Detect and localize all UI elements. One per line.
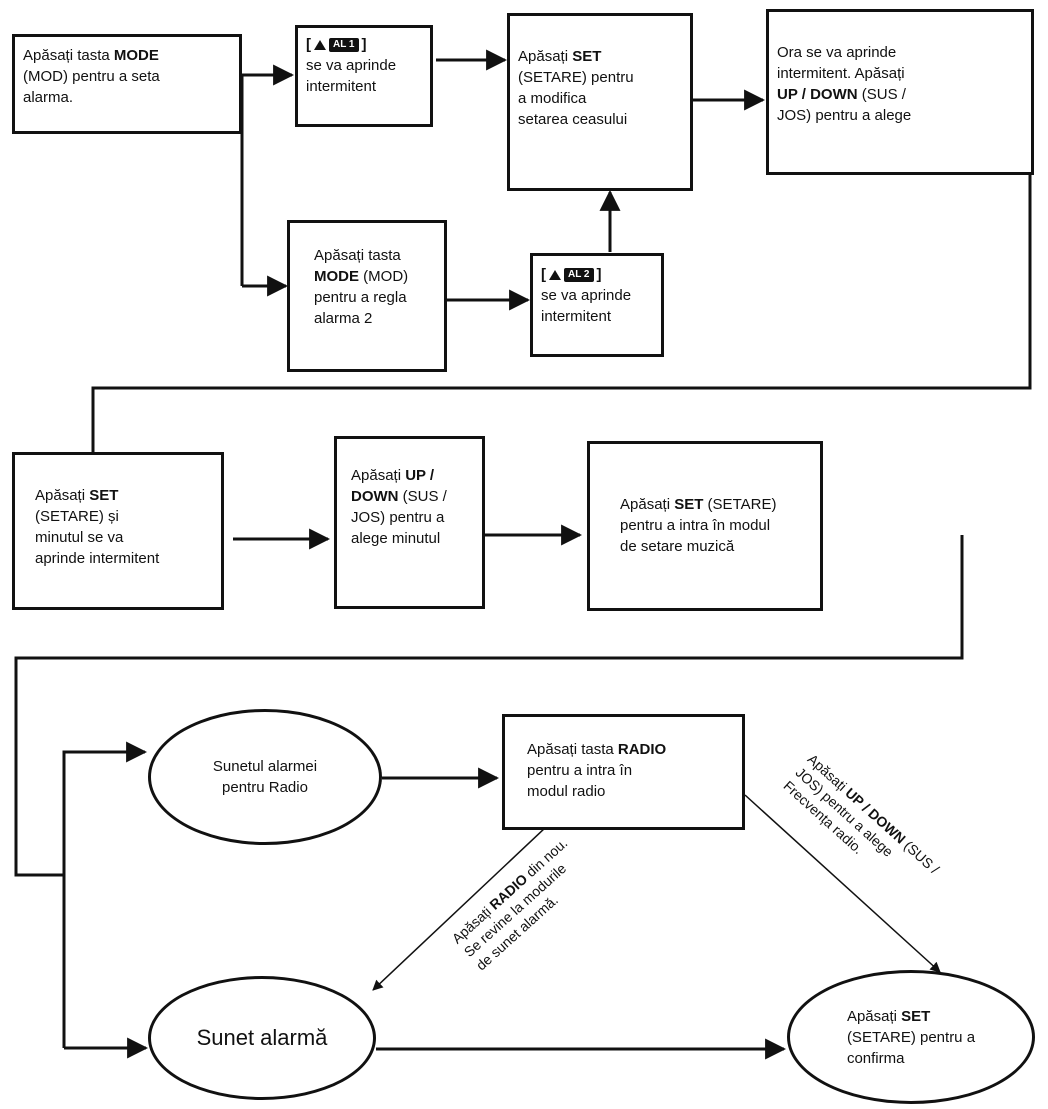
connector-hour-to-row2	[91, 175, 1032, 452]
ellipse-confirm: Apăsați SET (SETARE) pentru a confirma	[787, 970, 1035, 1104]
ellipse-alarm-sound: Sunet alarmă	[148, 976, 376, 1100]
box-al1-flashing: [AL 1] se va aprinde intermitent	[295, 25, 433, 127]
box-press-set-minute: Apăsați SET (SETARE) și minutul se va ap…	[12, 452, 224, 610]
connector-setmusic-to-bottom	[14, 535, 964, 877]
al2-indicator: [AL 2]	[541, 266, 602, 283]
arrow-to-radio-sound	[62, 741, 148, 1048]
arrow-radio-to-confirm	[744, 794, 941, 973]
bell-icon	[314, 39, 326, 50]
box-set-music-mode: Apăsați SET (SETARE) pentru a intra în m…	[587, 441, 823, 611]
box-hour-flashing: Ora se va aprinde intermitent. Apăsați U…	[766, 9, 1034, 175]
box-updown-minute: Apăsați UP / DOWN (SUS / JOS) pentru a a…	[334, 436, 485, 609]
box-press-mode-alarm2: Apăsați tasta MODE (MOD) pentru a regla …	[287, 220, 447, 372]
box-press-radio: Apăsați tasta RADIO pentru a intra în mo…	[502, 714, 745, 830]
bell-icon	[549, 269, 561, 280]
box-press-mode-set-alarm: Apăsați tasta MODE (MOD) pentru a seta a…	[12, 34, 242, 134]
box-al2-flashing: [AL 2] se va aprinde intermitent	[530, 253, 664, 357]
al1-indicator: [AL 1]	[306, 36, 367, 53]
box-press-set-modify-clock: Apăsați SET (SETARE) pentru a modifica s…	[507, 13, 693, 191]
